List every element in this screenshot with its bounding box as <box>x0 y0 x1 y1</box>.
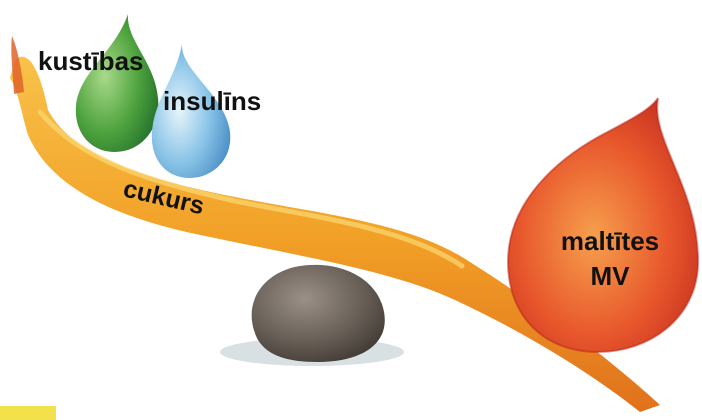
fulcrum-stone <box>252 265 385 362</box>
label-meal-line1: maltītes <box>561 226 659 256</box>
label-movement: kustības <box>38 46 144 76</box>
meal-drop <box>508 98 698 352</box>
label-insulin: insulīns <box>163 86 261 116</box>
movement-drop <box>76 14 158 152</box>
corner-mark <box>0 406 56 420</box>
label-meal-line2: MV <box>591 261 631 291</box>
